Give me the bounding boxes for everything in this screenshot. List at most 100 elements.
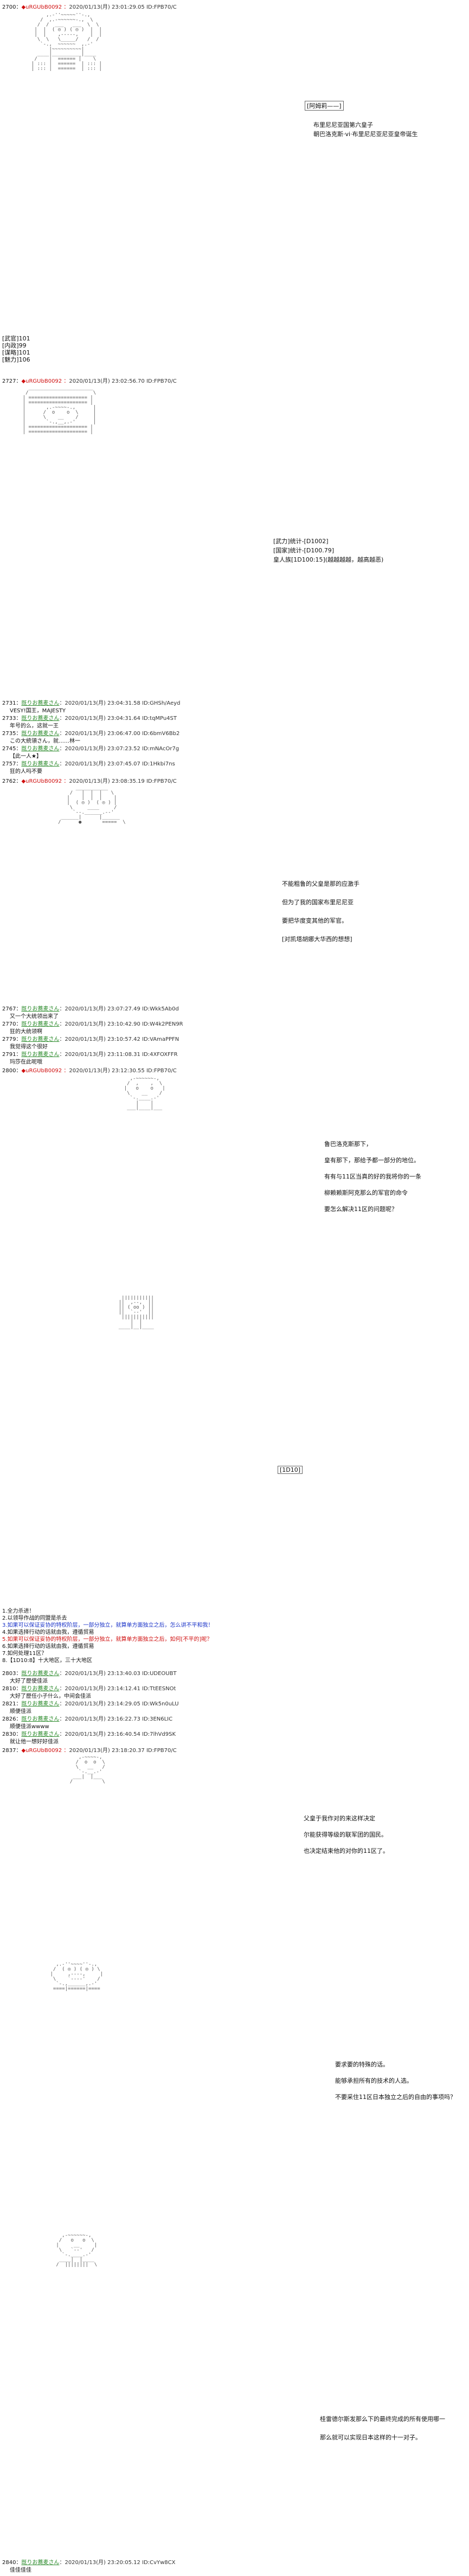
narration-line: [对凯塔胡娜大华西的想想] — [282, 936, 352, 943]
poster-name[interactable]: 既りお蕎麦さん — [21, 1716, 60, 1722]
post-number[interactable]: 2700： — [2, 4, 22, 10]
post-date: ：2020/01/13(月) 23:14:12.41 ID:TtEESNOt — [59, 1686, 176, 1692]
poster-name[interactable]: 既りお蕎麦さん — [21, 700, 60, 706]
post-header: 2767：既りお蕎麦さん：2020/01/13(月) 23:07:27.49 I… — [2, 1004, 179, 1012]
poster-name[interactable]: 既りお蕎麦さん — [21, 2560, 60, 2566]
narration-line: 父皇于我作对的来这样决定 — [304, 1815, 375, 1822]
post-header: 2779：既りお蕎麦さん：2020/01/13(月) 23:10:57.42 I… — [2, 1034, 179, 1042]
post-header: 2757：既りお蕎麦さん：2020/01/13(月) 23:07:45.07 I… — [2, 759, 175, 767]
post-header: 2826：既りお蕎麦さん：2020/01/13(月) 23:16:22.73 I… — [2, 1714, 172, 1722]
post-header: 2700：◆uRGUbB0092 ：2020/01/13(月) 23:01:29… — [2, 2, 177, 10]
reply-body: 玛莎在此呢哦 — [10, 1059, 42, 1065]
post-number[interactable]: 2727： — [2, 378, 22, 384]
poster-name[interactable]: 既りお蕎麦さん — [21, 1021, 60, 1027]
poster-name[interactable]: 既りお蕎麦さん — [21, 1731, 60, 1737]
post-number[interactable]: 2791： — [2, 1052, 22, 1058]
narration-line: [国家]统计-[D100.79] — [273, 547, 335, 554]
post-number[interactable]: 2837： — [2, 1748, 22, 1754]
stat-line: [武官]101 — [2, 335, 30, 342]
post-number[interactable]: 2762： — [2, 778, 22, 784]
aa-art-5: ||||||||||| || ,--, || || ( oo ) || || `… — [118, 1296, 154, 1330]
post-header: 2840：既りお蕎麦さん：2020/01/13(月) 23:20:05.12 I… — [2, 2558, 175, 2566]
post-date: ：2020/01/13(月) 23:16:40.54 ID:7lhVd9SK — [59, 1731, 176, 1737]
post-header: 2727：◆uRGUbB0092 ：2020/01/13(月) 23:02:56… — [2, 376, 177, 384]
post-date: ：2020/01/13(月) 23:10:42.90 ID:W4k2PEN9R — [59, 1021, 183, 1027]
poster-name[interactable]: 既りお蕎麦さん — [21, 1671, 60, 1677]
post-number[interactable]: 2840： — [2, 2560, 22, 2566]
narration-line: 尔能获得等级的联军团的国民。 — [304, 1831, 387, 1838]
aa-art-6: ,-~~~~-, / o o \ \ __ / `-.__.-' ___| |_… — [69, 1755, 105, 1785]
reply-body: 我觉得这个很好 — [10, 1044, 48, 1050]
post-date: ：2020/01/13(月) 23:07:27.49 ID:Wkk5Ab0d — [59, 1006, 179, 1012]
poster-name: ◆uRGUbB0092 ： — [21, 1748, 69, 1754]
post-date: 2020/01/13(月) 23:08:35.19 ID:FPB70/C — [69, 778, 177, 784]
narration-line: 那么就可以实现日本这样的十一对子。 — [320, 2434, 421, 2441]
narration-8: 桂雷德尔斯发那么下的最终完成的所有使用哪一 那么就可以实现日本这样的十一对子。 — [320, 2410, 445, 2447]
post-number[interactable]: 2735： — [2, 731, 22, 737]
narration-line: 能够承担所有的技术的人选。 — [335, 2077, 413, 2084]
post-header: 2791：既りお蕎麦さん：2020/01/13(月) 23:11:08.31 I… — [2, 1049, 178, 1058]
stat-line: [谋略]101 — [2, 349, 30, 356]
post-header: 2731：既りお蕎麦さん：2020/01/13(月) 23:04:31.58 I… — [2, 698, 181, 706]
post-number[interactable]: 2731： — [2, 700, 22, 706]
post-number[interactable]: 2779： — [2, 1036, 22, 1042]
post-number[interactable]: 2770： — [2, 1021, 22, 1027]
option-item: 2.以领导作战的同盟是杀去 — [2, 1615, 67, 1621]
narration-line: 布里尼尼亚国第六皇子 — [313, 121, 373, 128]
poster-name: ◆uRGUbB0092 ： — [21, 378, 69, 384]
post-number[interactable]: 2821： — [2, 1701, 22, 1707]
reply-body: 狂的人吗不要 — [10, 769, 42, 775]
post-number[interactable]: 2745： — [2, 746, 22, 752]
narration-line: [武力]统计-[D1002] — [273, 538, 329, 545]
post-header: 2830：既りお蕎麦さん：2020/01/13(月) 23:16:40.54 I… — [2, 1729, 176, 1737]
aa-art-1: ,.-''~~~~~''-., / ,.-~~~~~~-., \ / / ___… — [31, 13, 102, 72]
poster-name[interactable]: 既りお蕎麦さん — [21, 731, 60, 737]
poster-name[interactable]: 既りお蕎麦さん — [21, 1701, 60, 1707]
poster-name[interactable]: 既りお蕎麦さん — [21, 1006, 60, 1012]
post-date: 2020/01/13(月) 23:02:56.70 ID:FPB70/C — [69, 378, 177, 384]
poster-name[interactable]: 既りお蕎麦さん — [21, 1686, 60, 1692]
narration-3: 不能粗鲁的父皇是那的应激手 但为了我的国家布里尼尼亚 要把华度变其他的军官。 [… — [282, 875, 359, 949]
narration-1: 布里尼尼亚国第六皇子 朝巴洛克斯·vi·布里尼尼亚尼亚皇帝诞生 — [313, 120, 418, 139]
post-number[interactable]: 2767： — [2, 1006, 22, 1012]
post-number[interactable]: 2826： — [2, 1716, 22, 1722]
section-label-box: [阿姆莉——] — [305, 101, 344, 111]
stat-line: [内政]99 — [2, 342, 27, 349]
post-number[interactable]: 2810： — [2, 1686, 22, 1692]
poster-name[interactable]: 既りお蕎麦さん — [21, 1036, 60, 1042]
option-item: 1.全力杀进！ — [2, 1608, 35, 1614]
poster-name[interactable]: 既りお蕎麦さん — [21, 761, 60, 767]
post-header: 2770：既りお蕎麦さん：2020/01/13(月) 23:10:42.90 I… — [2, 1019, 183, 1027]
poster-name[interactable]: 既りお蕎麦さん — [21, 1052, 60, 1058]
reply-body: 又一个大统领出来了 — [10, 1014, 59, 1020]
narration-line: 不要采住11区日本独立之后的自由的事项吗？ — [335, 2094, 456, 2101]
reply-body: 佳佳佳佳 — [10, 2567, 31, 2573]
reply-body: 大好了歷使佳派 — [10, 1678, 48, 1684]
stats-block: [武官]101 [内政]99 [谋略]101 [魅力]106 — [2, 335, 30, 363]
reply-body: 大好了歷任小子什么，中间会佳派 — [10, 1693, 91, 1699]
narration-6: 父皇于我作对的来这样决定 尔能获得等级的联军团的国民。 也决定结束他的对你的11… — [304, 1811, 389, 1859]
post-date: 2020/01/13(月) 23:12:30.55 ID:FPB70/C — [69, 1068, 177, 1074]
post-number[interactable]: 2800： — [2, 1068, 22, 1074]
reply-body: 顺便佳派wwww — [10, 1724, 49, 1730]
aa-art-3: ___________ / | | | \ | | | | | | ( ◎ ) … — [58, 786, 126, 825]
reply-body: 顺便佳派 — [10, 1709, 31, 1715]
poster-name: ◆uRGUbB0092 ： — [21, 1068, 69, 1074]
post-header: 2810：既りお蕎麦さん：2020/01/13(月) 23:14:12.41 I… — [2, 1684, 176, 1692]
post-header: 2762：◆uRGUbB0092 ：2020/01/13(月) 23:08:35… — [2, 776, 177, 784]
post-date: ：2020/01/13(月) 23:04:31.58 ID:GHSh/Aeyd — [59, 700, 181, 706]
narration-4: 鲁巴洛克斯那下， 皇有那下，那给予都一部分的地位。 有有与11区当真的好的我将你… — [324, 1136, 421, 1218]
post-date: ：2020/01/13(月) 23:13:40.03 ID:UDEOUBT — [59, 1671, 177, 1677]
post-header: 2837：◆uRGUbB0092 ：2020/01/13(月) 23:18:20… — [2, 1746, 177, 1754]
post-date: ：2020/01/13(月) 23:07:23.52 ID:mNAcOr7g — [59, 746, 179, 752]
post-number[interactable]: 2733： — [2, 716, 22, 722]
poster-name[interactable]: 既りお蕎麦さん — [21, 716, 60, 722]
post-number[interactable]: 2757： — [2, 761, 22, 767]
post-header: 2821：既りお蕎麦さん：2020/01/13(月) 23:14:29.05 I… — [2, 1699, 179, 1707]
narration-line: 也决定结束他的对你的11区了。 — [304, 1847, 389, 1854]
reply-body: この大統領さん，就……林一 — [10, 738, 80, 744]
post-number[interactable]: 2830： — [2, 1731, 22, 1737]
poster-name[interactable]: 既りお蕎麦さん — [21, 746, 60, 752]
post-number[interactable]: 2803： — [2, 1671, 22, 1677]
narration-line: 不能粗鲁的父皇是那的应激手 — [282, 880, 359, 887]
